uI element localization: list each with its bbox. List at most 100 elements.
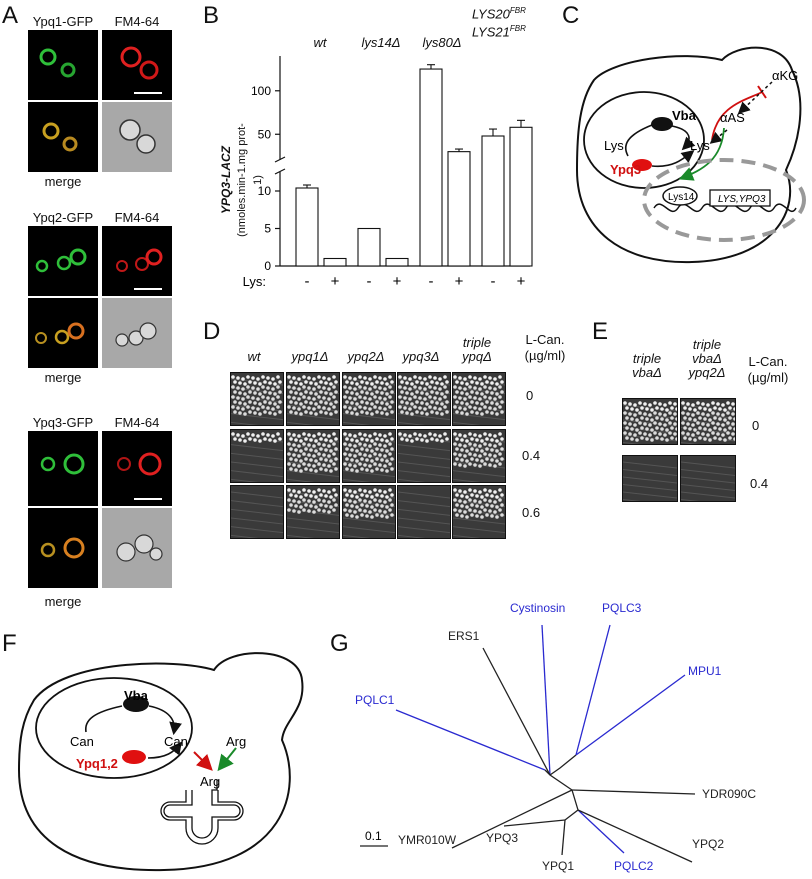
plate-header: triple vbaΔ ypq2Δ (688, 337, 726, 380)
bar (385, 257, 409, 267)
merge-label: merge (44, 594, 82, 609)
brightfield-image (102, 508, 172, 588)
branch-ers1 (482, 647, 551, 776)
arg-bottom-label: Arg (200, 774, 220, 789)
gfp-label: Ypq2-GFP (32, 210, 94, 225)
branch-pqlc3 (575, 624, 611, 756)
vba-transporter (651, 117, 673, 131)
branch-ydr090c (571, 789, 696, 795)
panel-letter-f: F (2, 630, 17, 657)
growth-plate-image (286, 372, 340, 426)
leaf-cystinosin: Cystinosin (510, 601, 565, 615)
panel-letter-g: G (330, 630, 349, 657)
vba-label: Vba (124, 688, 149, 703)
leaf-mpu1: MPU1 (688, 664, 722, 678)
branch-ypq2 (577, 809, 693, 863)
lys-left-label: Lys (604, 138, 624, 153)
y-tick-label: 5 (264, 222, 271, 236)
plate-header: ypq1Δ (291, 349, 329, 364)
y-tick-label: 0 (264, 259, 271, 273)
growth-plate-image (397, 429, 451, 483)
growth-plate-image (680, 398, 736, 445)
fm-label: FM4-64 (114, 14, 160, 29)
branch-ypq3 (503, 819, 566, 827)
growth-plate-image (452, 485, 506, 539)
growth-plate-image (342, 429, 396, 483)
gfp-image (28, 30, 98, 100)
fm-label: FM4-64 (114, 415, 160, 430)
lys-tick-label: - (491, 273, 496, 290)
strain-header-lys14: lys14Δ (361, 35, 401, 50)
conc-label: L-Can. (µg/ml) (524, 332, 566, 363)
conc-value: 0.4 (522, 448, 541, 463)
leaf-ypq1: YPQ1 (542, 859, 574, 873)
lys-tick-label: - (429, 273, 434, 290)
merge-label: merge (44, 174, 82, 189)
bar (419, 68, 443, 267)
growth-plate-image (397, 485, 451, 539)
branch-mpu1 (575, 674, 686, 756)
ypq3-transporter (632, 159, 652, 171)
plate-header: ypq3Δ (402, 349, 440, 364)
fm-image (102, 431, 172, 506)
merge-image (28, 298, 98, 368)
vba-label: Vba (672, 108, 697, 123)
lys-tick-label: + (517, 273, 526, 290)
panel-letter-e: E (592, 318, 609, 345)
bar (357, 227, 381, 267)
leaf-pqlc1: PQLC1 (355, 693, 395, 707)
branch-ypq1 (561, 819, 566, 856)
growth-plate-image (622, 455, 678, 502)
gfp-label: Ypq1-GFP (32, 14, 94, 29)
gfp-image (28, 226, 98, 296)
plate-header: triple vbaΔ (632, 351, 662, 380)
strain-header-lys80: lys80Δ (422, 35, 462, 50)
ypq3-label: Ypq3 (610, 162, 641, 177)
leaf-pqlc2: PQLC2 (614, 859, 654, 873)
plate-header: wt (247, 349, 261, 364)
conc-value: 0.6 (522, 505, 541, 520)
brightfield-image (102, 298, 172, 368)
bar (323, 257, 347, 267)
vba-transporter (123, 696, 149, 712)
strain-header-lys21: LYS21FBR (472, 24, 526, 40)
growth-plate-image (286, 485, 340, 539)
gfp-label: Ypq3-GFP (32, 415, 94, 430)
ypq12-label: Ypq1,2 (76, 756, 118, 771)
arg-top-label: Arg (226, 734, 246, 749)
panel-letter-a: A (2, 2, 19, 29)
leaf-ypq2: YPQ2 (692, 837, 724, 851)
leaf-ymr010w: YMR010W (398, 833, 457, 847)
conc-label: L-Can. (µg/ml) (747, 354, 789, 385)
y-tick-label: 100 (251, 84, 271, 98)
leaf-pqlc3: PQLC3 (602, 601, 642, 615)
growth-plate-image (452, 429, 506, 483)
scale-label: 0.1 (365, 829, 382, 843)
growth-plate-image (230, 485, 284, 539)
growth-plate-image (342, 485, 396, 539)
lys-tick-label: + (331, 273, 340, 290)
gfp-image (28, 431, 98, 506)
fm-label: FM4-64 (114, 210, 160, 225)
growth-plate-image (680, 455, 736, 502)
y-tick-label: 50 (258, 127, 272, 141)
can-left-label: Can (70, 734, 94, 749)
panel-c-diagram: Vba Lys Lys Ypq3 αKG αAS Lys14 LYS,YPQ3 (575, 46, 806, 264)
phylogenetic-tree: 0.1 Cystinosin PQLC3 MPU1 ERS1 PQLC1 YDR… (355, 601, 756, 873)
growth-plate-image (342, 372, 396, 426)
merge-image (28, 102, 98, 172)
merge-image (28, 508, 98, 588)
lys-tick-label: + (455, 273, 464, 290)
brightfield-image (102, 102, 172, 172)
strain-header-lys20: LYS20FBR (472, 6, 526, 22)
branch-cystinosin (541, 624, 551, 776)
fm-image (102, 226, 172, 296)
y-tick-label: 10 (258, 184, 272, 198)
panel-letter-d: D (203, 318, 221, 345)
panel-f-diagram: Vba Can Can Arg Arg Ypq1,2 (17, 652, 304, 872)
gene-label: LYS,YPQ3 (718, 194, 766, 205)
conc-value: 0 (752, 418, 760, 433)
leaf-ypq3: YPQ3 (486, 831, 518, 845)
panel-letter-c: C (562, 2, 580, 29)
